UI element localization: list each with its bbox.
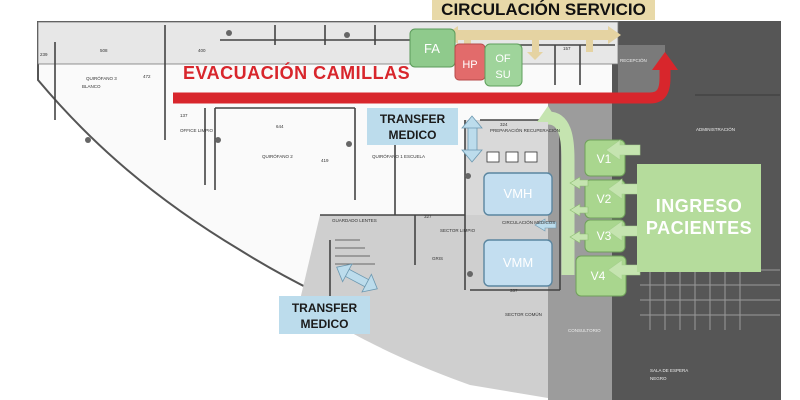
dim-644: 644 bbox=[276, 124, 284, 129]
transfer-medico-bottom-line2: MEDICO bbox=[300, 317, 349, 331]
plan-guardado-lentes: GUARDADO LENTES bbox=[332, 218, 377, 223]
dim-400: 400 bbox=[198, 48, 206, 53]
plan-sector-limpio: SECTOR LIMPIO bbox=[440, 228, 476, 233]
ingreso-arrows bbox=[605, 139, 641, 281]
reception-light-band bbox=[618, 45, 665, 95]
plan-quirofano2: QUIRÓFANO 2 bbox=[262, 153, 293, 159]
pacientes-path-arrow bbox=[537, 106, 575, 275]
room-vmm-box bbox=[483, 239, 553, 287]
prep-chairs bbox=[486, 151, 538, 163]
room-v1-label: V1 bbox=[597, 152, 612, 166]
ingreso-line2: PACIENTES bbox=[645, 218, 753, 238]
plan-office-limpio: OFFICE LIMPIO bbox=[180, 128, 214, 133]
room-hp-label: HP bbox=[462, 59, 477, 71]
plan-recepcion: RECEPCIÓN bbox=[620, 57, 647, 63]
plan-quirofano3: QUIRÓFANO 3 bbox=[86, 75, 117, 81]
transfer-medico-label-bottom: TRANSFER MEDICO bbox=[279, 296, 370, 334]
dim-324: 324 bbox=[500, 122, 508, 127]
transfer-medico-bottom-line1: TRANSFER bbox=[291, 301, 358, 315]
transfer-medico-label-top: TRANSFER MEDICO bbox=[367, 108, 458, 145]
ingreso-line1: INGRESO bbox=[655, 196, 743, 216]
plan-negro: NEGRO bbox=[650, 376, 667, 381]
plan-consultorio: CONSULTORIO bbox=[568, 328, 601, 333]
plan-sala-espera: SALA DE ESPERA bbox=[650, 368, 688, 373]
dim-137: 137 bbox=[180, 113, 188, 118]
room-vmm-label: VMM bbox=[503, 255, 533, 270]
room-su-label: SU bbox=[495, 69, 510, 81]
v-room-small-arrows bbox=[569, 176, 589, 244]
transfer-medico-arrow-diagonal bbox=[336, 263, 378, 293]
dim-337: 337 bbox=[510, 288, 518, 293]
vmm-entry-arrow bbox=[534, 218, 557, 232]
dim-419: 419 bbox=[321, 158, 329, 163]
plan-administracion: ADMINISTRACIÓN bbox=[696, 126, 735, 132]
service-strip bbox=[37, 21, 619, 65]
stairs bbox=[335, 239, 375, 265]
dim-157: 157 bbox=[563, 46, 571, 51]
transfer-medico-top-line1: TRANSFER bbox=[379, 112, 446, 126]
plan-circulacion-medicos: CIRCULACIÓN MÉDICOS bbox=[502, 219, 555, 225]
room-v4-label: V4 bbox=[591, 269, 606, 283]
dim-327: 327 bbox=[424, 214, 432, 219]
transfer-medico-top-line2: MEDICO bbox=[388, 128, 437, 142]
plan-sector-comun: SECTOR COMÚN bbox=[505, 311, 542, 317]
room-v2-label: V2 bbox=[597, 192, 612, 206]
ingreso-pacientes-label: INGRESO PACIENTES bbox=[637, 164, 761, 272]
room-ofsu-box bbox=[484, 43, 523, 87]
room-vmh-box bbox=[483, 172, 553, 216]
dim-239: 239 bbox=[40, 52, 48, 57]
evacuacion-camillas-label: EVACUACIÓN CAMILLAS bbox=[183, 63, 411, 83]
plan-blanco: BLANCO bbox=[82, 84, 101, 89]
room-v3-label: V3 bbox=[597, 229, 612, 243]
dim-508: 508 bbox=[100, 48, 108, 53]
plan-quirofano1: QUIRÓFANO 1 ESCUELA bbox=[372, 153, 425, 159]
evacuacion-arrow bbox=[173, 52, 678, 104]
dim-472: 472 bbox=[143, 74, 151, 79]
room-fa-label: FA bbox=[424, 41, 440, 56]
room-vmh-label: VMH bbox=[504, 186, 533, 201]
circulacion-servicio-label: CIRCULACIÓN SERVICIO bbox=[432, 0, 655, 20]
room-of-label: OF bbox=[495, 53, 511, 65]
transfer-medico-arrow-vertical bbox=[461, 115, 483, 163]
plan-gris: GRIS bbox=[432, 256, 443, 261]
columns bbox=[85, 30, 473, 277]
plan-preparacion: PREPARACIÓN RECUPERACIÓN bbox=[490, 127, 560, 133]
